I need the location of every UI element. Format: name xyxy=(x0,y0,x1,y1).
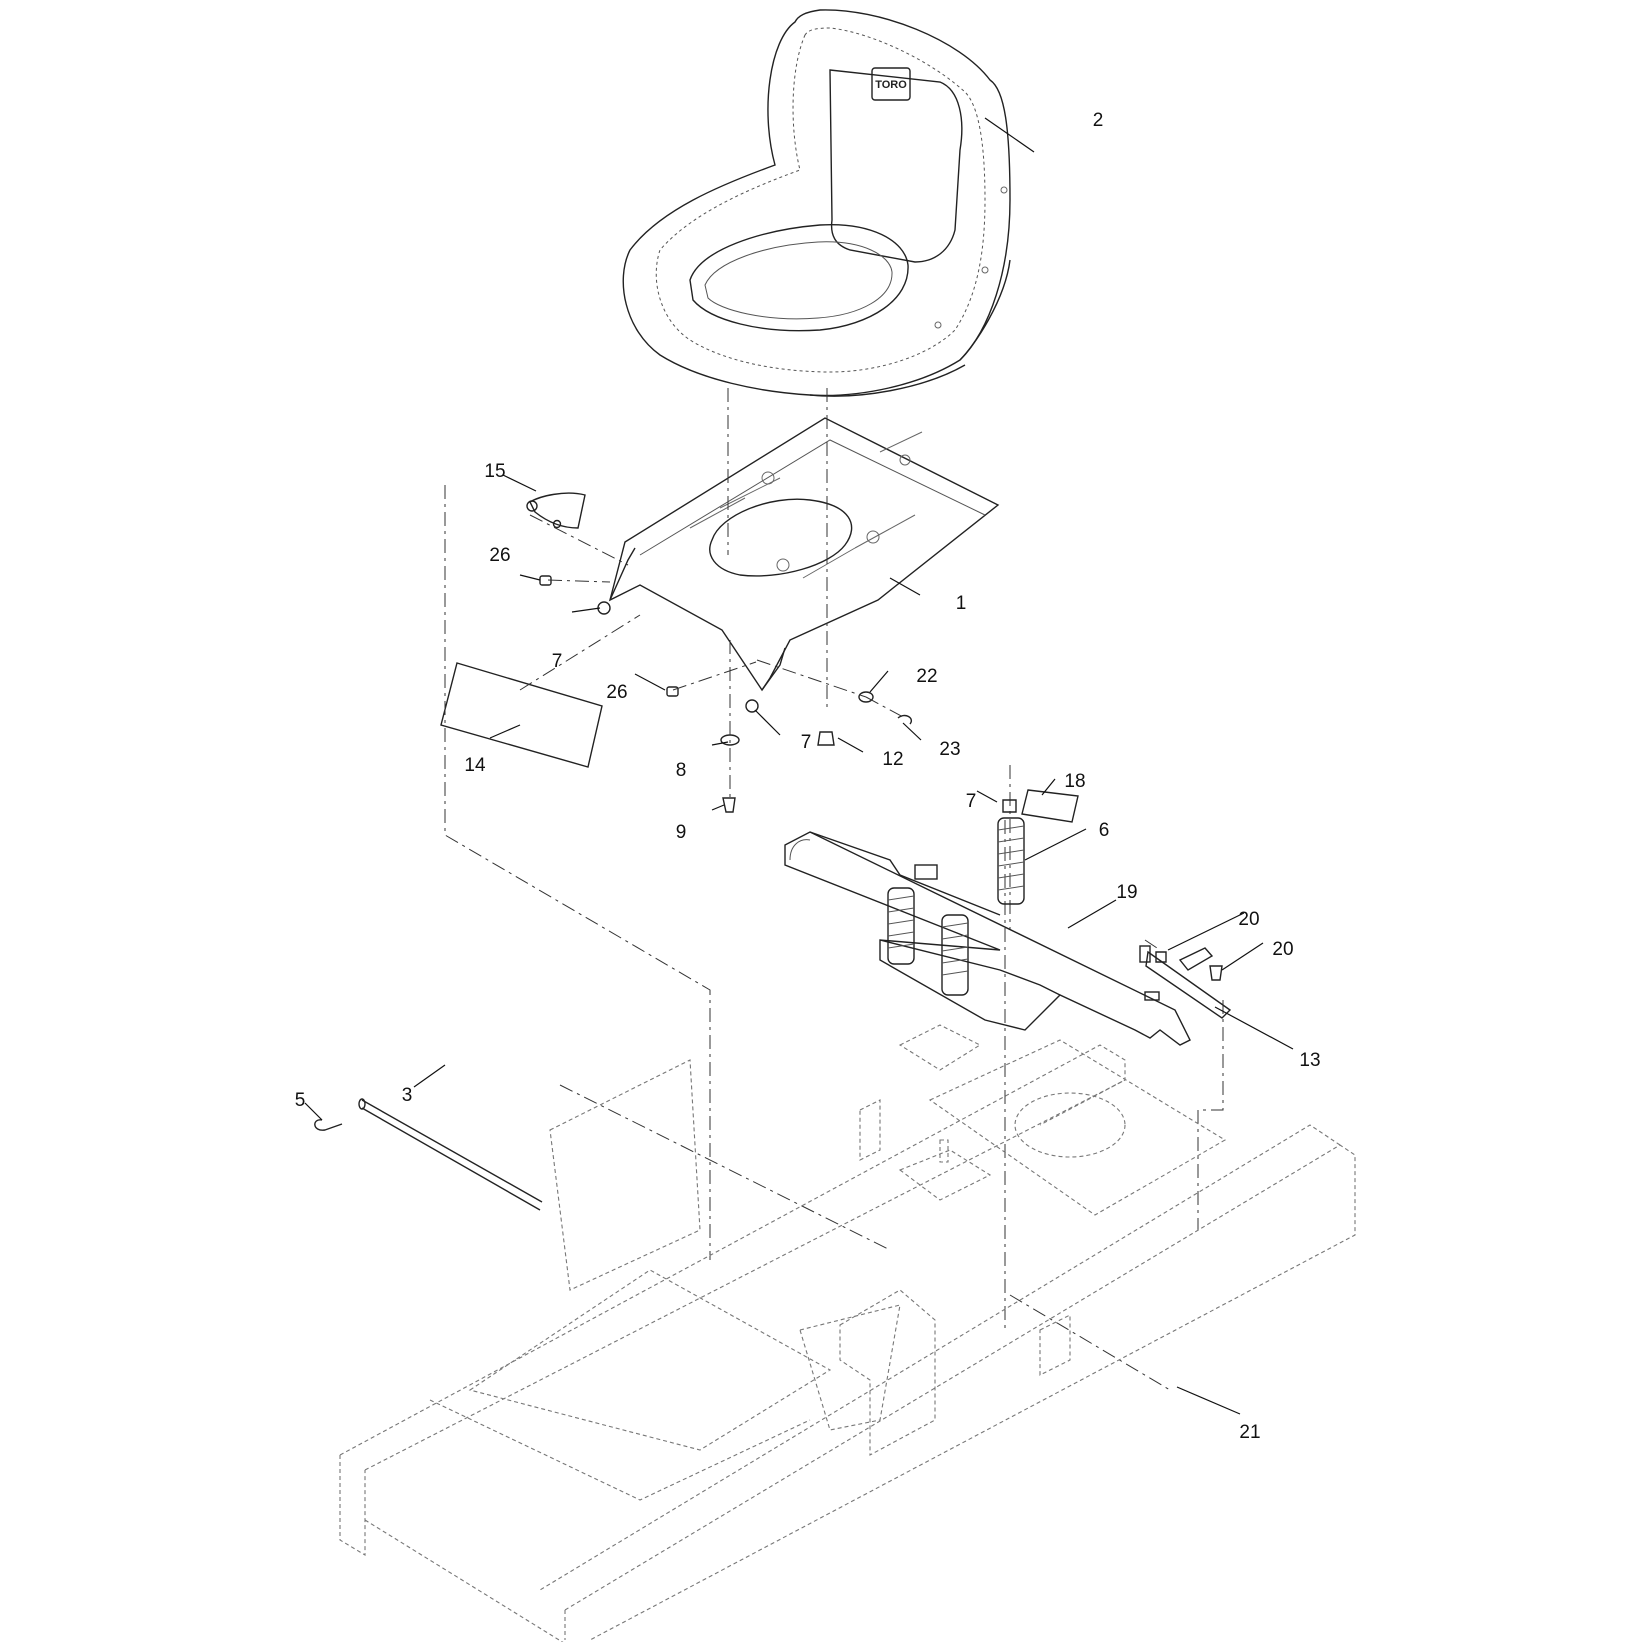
callout-21: 21 xyxy=(1239,1422,1260,1443)
callout-8: 8 xyxy=(676,760,687,781)
callout-23: 23 xyxy=(939,739,960,760)
chassis-frame xyxy=(339,1024,1356,1642)
toro-logo: TORO xyxy=(875,79,907,91)
spring-right-top xyxy=(997,799,1025,905)
callout-20: 20 xyxy=(1272,939,1293,960)
callout-26: 26 xyxy=(489,545,510,566)
seat-suspension-base xyxy=(784,831,1232,1046)
seat-mounting-plate xyxy=(608,417,1000,692)
callout-15: 15 xyxy=(484,461,505,482)
decal-18 xyxy=(1021,789,1079,823)
pivot-rod xyxy=(314,1098,543,1211)
leader-lines xyxy=(304,117,1294,1415)
callout-3: 3 xyxy=(402,1085,413,1106)
spring-left xyxy=(887,887,915,965)
springs xyxy=(887,789,1079,996)
plate-hardware xyxy=(526,492,912,813)
callout-26: 26 xyxy=(606,682,627,703)
callouts: 2 15 26 1 7 26 22 7 12 23 14 8 9 18 7 6 … xyxy=(295,110,1321,1443)
bracket-13 xyxy=(1178,947,1214,971)
callout-13: 13 xyxy=(1299,1050,1320,1071)
callout-5: 5 xyxy=(295,1090,306,1111)
callout-12: 12 xyxy=(882,749,903,770)
callout-6: 6 xyxy=(1099,820,1110,841)
callout-7: 7 xyxy=(966,791,977,812)
callout-9: 9 xyxy=(676,822,687,843)
spring-middle xyxy=(941,914,969,996)
callout-22: 22 xyxy=(916,666,937,687)
callout-18: 18 xyxy=(1064,771,1085,792)
callout-2: 2 xyxy=(1093,110,1104,131)
callout-14: 14 xyxy=(464,755,486,776)
seat: TORO xyxy=(622,9,1011,397)
callout-1: 1 xyxy=(956,593,967,614)
assembly-centerlines xyxy=(444,388,1224,1391)
toro-logo-plate xyxy=(871,67,911,101)
callout-20: 20 xyxy=(1238,909,1259,930)
callout-19: 19 xyxy=(1116,882,1137,903)
decal-14 xyxy=(440,662,603,768)
callout-7: 7 xyxy=(801,732,812,753)
callout-7: 7 xyxy=(552,651,563,672)
